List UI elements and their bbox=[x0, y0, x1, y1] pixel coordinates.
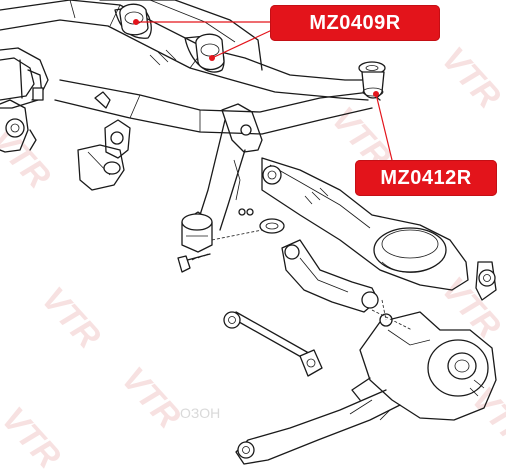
watermark-text: VTR bbox=[34, 280, 108, 356]
leader-dot bbox=[373, 91, 379, 97]
watermark-text: VTR bbox=[0, 400, 68, 470]
subframe-drawing bbox=[0, 0, 497, 465]
leader-dot bbox=[209, 55, 215, 61]
watermark-text: VTR bbox=[434, 40, 506, 116]
callout-text: MZ0409R bbox=[309, 11, 401, 34]
callout-leaders bbox=[133, 19, 393, 161]
shop-watermark: ОЗОН bbox=[180, 405, 220, 421]
part-number-label-mz0409r: MZ0409R bbox=[270, 5, 440, 41]
leader-line bbox=[211, 29, 273, 59]
watermark-text: VTR bbox=[114, 360, 188, 436]
callout-text: MZ0412R bbox=[380, 166, 472, 189]
part-number-label-mz0412r: MZ0412R bbox=[355, 160, 497, 196]
leader-line bbox=[375, 93, 393, 161]
leader-dot bbox=[133, 19, 139, 25]
